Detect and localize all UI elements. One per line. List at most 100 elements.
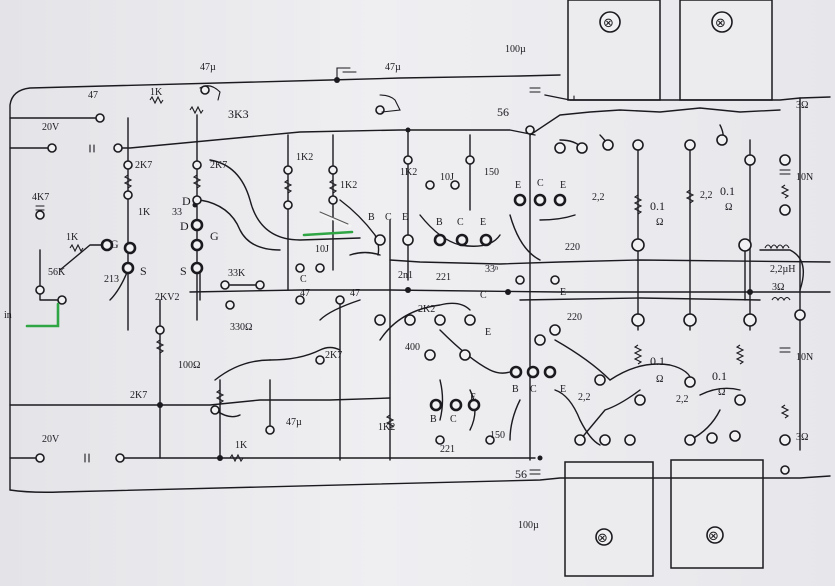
power-transistor-top-right: ⊗: [679, 0, 773, 101]
label-56k: 56K: [48, 267, 66, 278]
label-ohm-c: Ω: [656, 374, 663, 385]
label-2.2uh: 2,2µH: [770, 264, 795, 275]
label-1k-mid: 1K: [138, 207, 151, 218]
label-47-top: 47: [88, 90, 98, 101]
label-0.1-d: 0.1: [712, 369, 727, 383]
label-100ohm: 100Ω: [178, 360, 200, 371]
label-ohm-a: Ω: [656, 217, 663, 228]
label-20v-top: 20V: [42, 122, 60, 133]
label-56-top: 56: [497, 105, 509, 119]
pin-t4-b: B: [430, 414, 437, 425]
pin-fet-d2: D: [182, 194, 191, 208]
label-ohm-d: Ω: [718, 387, 725, 398]
label-22-d: 2,2: [676, 394, 689, 405]
label-10n-a: 10N: [796, 172, 813, 183]
label-10j-mid: 10J: [315, 244, 329, 255]
label-22-b: 2,2: [700, 190, 713, 201]
label-150-top: 150: [484, 167, 499, 178]
label-47u-low: 47µ: [286, 417, 302, 428]
label-221: 221: [436, 272, 451, 283]
pin-t1-b: B: [368, 212, 375, 223]
label-2n1: 2n1: [398, 270, 413, 281]
label-4k7: 4K7: [32, 192, 49, 203]
pin-t5-e: E: [560, 384, 566, 395]
transistor-symbol-br: ⊗: [708, 529, 719, 544]
label-1k2-c: 1K2: [400, 167, 417, 178]
label-47u-mid: 47µ: [385, 62, 401, 73]
label-2k7-b: 2K7: [210, 160, 227, 171]
label-1k-top: 1K: [150, 87, 163, 98]
label-47-mid-b: 47: [350, 288, 360, 299]
junction-dots: [157, 77, 753, 461]
label-0.1-b: 0.1: [720, 184, 735, 198]
pin-t3-c: C: [537, 178, 544, 189]
pin-t6-c: C: [480, 290, 487, 301]
label-3k3: 3K3: [228, 107, 249, 121]
label-2k7-c: 2K7: [130, 390, 147, 401]
pin-t4-e: E: [470, 392, 476, 403]
label-misc-e: E: [560, 287, 566, 298]
label-3ohm-b: 3Ω: [772, 282, 784, 293]
label-400: 400: [405, 342, 420, 353]
transistor-symbol-tl: ⊗: [603, 16, 614, 31]
label-1k-left: 1K: [66, 232, 79, 243]
label-0.1-a: 0.1: [650, 199, 665, 213]
label-220-b: 220: [567, 312, 582, 323]
label-47-mid-a: 47: [300, 288, 310, 299]
label-2k7-low: 2K7: [325, 350, 342, 361]
label-2kv2: 2KV2: [155, 292, 179, 303]
label-56-bot: 56: [515, 467, 527, 481]
label-ohm-b: Ω: [725, 202, 732, 213]
pin-fet-g1: G: [110, 237, 119, 251]
green-marker-input: [25, 302, 60, 328]
power-transistor-bottom-left: ⊗: [564, 461, 654, 577]
label-0.1-c: 0.1: [650, 354, 665, 368]
label-150-bot: 150: [490, 430, 505, 441]
label-100u-top: 100µ: [505, 44, 526, 55]
label-22-c: 2,2: [578, 392, 591, 403]
label-misc-c: C: [300, 274, 307, 285]
pin-fet-g2: G: [210, 229, 219, 243]
green-marker-center: [302, 230, 354, 237]
label-221-low: 221: [440, 444, 455, 455]
pin-t2-c: C: [457, 217, 464, 228]
label-33: 33: [172, 207, 182, 218]
label-220-a: 220: [565, 242, 580, 253]
label-2k7-a: 2K7: [135, 160, 152, 171]
pin-t3-e: E: [515, 180, 521, 191]
pin-t2-e: E: [480, 217, 486, 228]
label-10n-b: 10N: [796, 352, 813, 363]
label-input: in: [4, 310, 12, 321]
pin-fet-s2: S: [180, 264, 187, 278]
pin-t6-e: E: [485, 327, 491, 338]
label-47u-top: 47µ: [200, 62, 216, 73]
transistor-symbol-bl: ⊗: [597, 531, 608, 546]
pin-t2-b: B: [436, 217, 443, 228]
label-33k: 33K: [228, 268, 246, 279]
pin-fet-d1: D: [180, 219, 189, 233]
component-labels: 47µ 47µ 100µ 100µ 56 56 20V 20V 47 1K 3K…: [4, 44, 813, 531]
label-3ohm-a: 3Ω: [796, 100, 808, 111]
label-3ohm-c: 3Ω: [796, 432, 808, 443]
label-1k2-d: 1K2: [378, 422, 395, 433]
label-1k-bot: 1K: [235, 440, 248, 451]
label-330ohm: 330Ω: [230, 322, 252, 333]
label-20v-bot: 20V: [42, 434, 60, 445]
transistor-symbol-tr: ⊗: [715, 16, 726, 31]
wiring: [9, 74, 831, 493]
label-22-a: 2,2: [592, 192, 605, 203]
pin-t3-e2: E: [560, 180, 566, 191]
component-symbols: [35, 67, 791, 475]
pin-fet-s1: S: [140, 264, 147, 278]
label-33n: 33ⁿ: [485, 264, 498, 275]
label-100u-bot: 100µ: [518, 520, 539, 531]
label-10j: 10J: [440, 172, 454, 183]
power-transistor-bottom-right: ⊗: [670, 459, 764, 569]
white-marker-center: [320, 212, 352, 228]
label-213: 213: [104, 274, 119, 285]
label-1k2-b: 1K2: [340, 180, 357, 191]
pin-t1-c: C: [385, 212, 392, 223]
label-2k2-low: 2K2: [418, 304, 435, 315]
